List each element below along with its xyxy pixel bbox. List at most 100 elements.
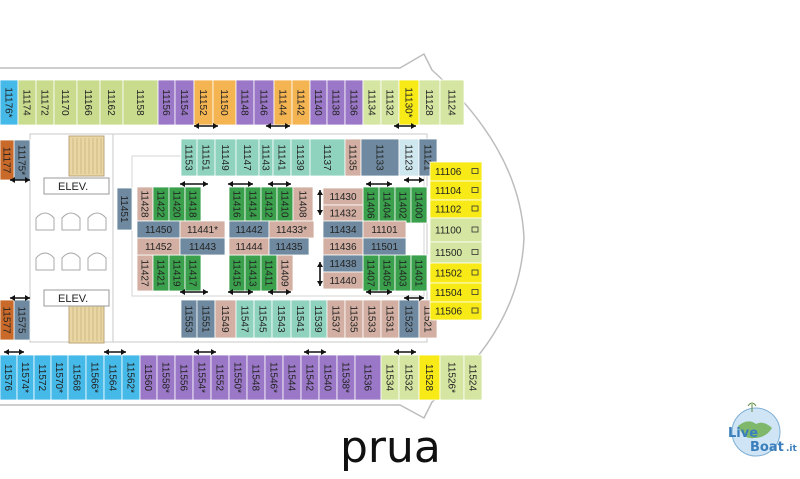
cabin-11558[interactable]: 11558* (156, 354, 176, 401)
cabin-11106[interactable]: 11106 (429, 161, 483, 182)
cabin-11572[interactable]: 11572 (33, 354, 52, 401)
cabin-11564[interactable]: 11564 (103, 354, 123, 401)
cabin-11524[interactable]: 11524 (463, 354, 483, 401)
cabin-11166[interactable]: 11166 (76, 79, 101, 126)
cabin-11543[interactable]: 11543 (271, 299, 292, 339)
cabin-11540[interactable]: 11540 (318, 354, 338, 401)
cabin-11444[interactable]: 11444 (228, 237, 270, 256)
cabin-11414[interactable]: 11414 (244, 186, 262, 222)
cabin-11550[interactable]: 11550* (228, 354, 248, 401)
cabin-11556[interactable]: 11556 (174, 354, 194, 401)
cabin-11407[interactable]: 11407 (362, 254, 380, 292)
cabin-11422[interactable]: 11422 (152, 186, 170, 222)
cabin-11440[interactable]: 11440 (322, 271, 364, 290)
cabin-11154[interactable]: 11154 (174, 79, 195, 126)
cabin-11418[interactable]: 11418 (184, 186, 202, 222)
cabin-11175[interactable]: 11175* (13, 139, 31, 181)
cabin-11153[interactable]: 11153 (180, 138, 198, 177)
cabin-11142[interactable]: 11142 (291, 79, 311, 126)
cabin-11137[interactable]: 11137 (309, 138, 346, 177)
cabin-11420[interactable]: 11420 (168, 186, 186, 222)
cabin-11576[interactable]: 11576 (0, 354, 18, 401)
cabin-11562[interactable]: 11562* (121, 354, 141, 401)
cabin-11546[interactable]: 11546* (264, 354, 284, 401)
cabin-11566[interactable]: 11566* (85, 354, 105, 401)
cabin-11428[interactable]: 11428 (136, 186, 154, 222)
cabin-11560[interactable]: 11560 (139, 354, 158, 401)
cabin-11534[interactable]: 11534 (380, 354, 400, 401)
cabin-11151[interactable]: 11151 (196, 138, 216, 177)
cabin-11138[interactable]: 11138 (326, 79, 346, 126)
cabin-11140[interactable]: 11140 (309, 79, 328, 126)
cabin-11533[interactable]: 11533 (362, 299, 382, 339)
cabin-11135[interactable]: 11135 (344, 138, 362, 177)
cabin-11536[interactable]: 11536 (354, 354, 382, 401)
cabin-11438[interactable]: 11438 (322, 254, 364, 273)
cabin-11177[interactable]: 11177 (0, 139, 15, 181)
cabin-11548[interactable]: 11548 (246, 354, 266, 401)
cabin-11100[interactable]: 11100 (429, 217, 483, 243)
cabin-11538[interactable]: 11538* (336, 354, 356, 401)
cabin-11547[interactable]: 11547 (235, 299, 255, 339)
cabin-11162[interactable]: 11162 (99, 79, 124, 126)
cabin-11421[interactable]: 11421 (152, 254, 170, 292)
cabin-11554[interactable]: 11554* (192, 354, 212, 401)
cabin-11408[interactable]: 11408 (292, 186, 314, 222)
cabin-11176[interactable]: 11176* (0, 79, 19, 126)
cabin-11553[interactable]: 11553 (180, 299, 198, 339)
cabin-11441[interactable]: 11441* (179, 220, 226, 239)
cabin-11575[interactable]: 11575 (13, 299, 31, 341)
cabin-11506[interactable]: 11506 (429, 301, 483, 321)
cabin-11416[interactable]: 11416 (228, 186, 246, 222)
cabin-11577[interactable]: 11577 (0, 299, 15, 341)
cabin-11404[interactable]: 11404 (378, 186, 396, 224)
cabin-11136[interactable]: 11136 (344, 79, 364, 126)
cabin-11133[interactable]: 11133 (360, 138, 400, 177)
cabin-11537[interactable]: 11537 (326, 299, 346, 339)
cabin-11415[interactable]: 11415 (228, 254, 246, 292)
cabin-11150[interactable]: 11150 (212, 79, 237, 126)
cabin-11405[interactable]: 11405 (378, 254, 396, 292)
cabin-11436[interactable]: 11436 (322, 237, 364, 256)
cabin-11542[interactable]: 11542 (300, 354, 320, 401)
cabin-11400[interactable]: 11400 (410, 186, 428, 224)
cabin-11149[interactable]: 11149 (214, 138, 237, 177)
cabin-11433[interactable]: 11433* (268, 220, 315, 239)
cabin-11501[interactable]: 11501 (362, 237, 407, 256)
cabin-11435[interactable]: 11435 (268, 237, 310, 256)
cabin-11442[interactable]: 11442 (228, 220, 270, 239)
cabin-11410[interactable]: 11410 (276, 186, 294, 222)
cabin-11101[interactable]: 11101 (362, 220, 407, 239)
cabin-11147[interactable]: 11147 (235, 138, 260, 177)
cabin-11450[interactable]: 11450 (136, 220, 181, 239)
cabin-11123[interactable]: 11123 (398, 138, 420, 177)
cabin-11419[interactable]: 11419 (168, 254, 186, 292)
cabin-11172[interactable]: 11172 (35, 79, 55, 126)
cabin-11156[interactable]: 11156 (157, 79, 176, 126)
cabin-11148[interactable]: 11148 (235, 79, 255, 126)
cabin-11427[interactable]: 11427 (136, 254, 154, 292)
cabin-11411[interactable]: 11411 (260, 254, 278, 292)
cabin-11528[interactable]: 11528 (418, 354, 441, 401)
cabin-11539[interactable]: 11539 (309, 299, 328, 339)
cabin-11158[interactable]: 11158 (122, 79, 159, 126)
cabin-11143[interactable]: 11143 (258, 138, 274, 177)
cabin-11144[interactable]: 11144 (273, 79, 293, 126)
cabin-11568[interactable]: 11568 (67, 354, 87, 401)
cabin-11432[interactable]: 11432 (322, 204, 364, 222)
cabin-11523[interactable]: 11523 (398, 299, 420, 339)
cabin-11413[interactable]: 11413 (244, 254, 262, 292)
cabin-11152[interactable]: 11152 (193, 79, 214, 126)
cabin-11551[interactable]: 11551 (196, 299, 216, 339)
cabin-11531[interactable]: 11531 (380, 299, 400, 339)
cabin-11443[interactable]: 11443 (179, 237, 226, 256)
cabin-11545[interactable]: 11545 (253, 299, 273, 339)
cabin-11130[interactable]: 11130* (398, 79, 420, 126)
cabin-11401[interactable]: 11401 (410, 254, 428, 292)
cabin-11139[interactable]: 11139 (290, 138, 311, 177)
cabin-11526[interactable]: 11526* (439, 354, 465, 401)
cabin-11406[interactable]: 11406 (362, 186, 380, 224)
cabin-11402[interactable]: 11402 (394, 186, 412, 224)
cabin-11403[interactable]: 11403 (394, 254, 412, 292)
cabin-11535[interactable]: 11535 (344, 299, 364, 339)
